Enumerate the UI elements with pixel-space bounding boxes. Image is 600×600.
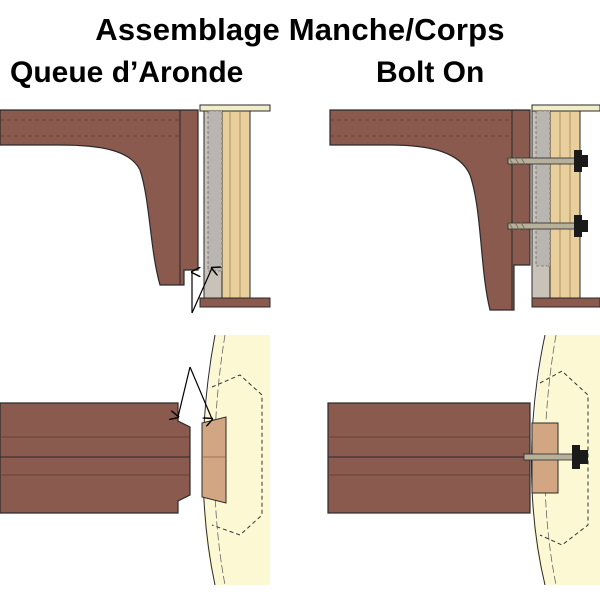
neck-heel — [329, 109, 531, 311]
dovetail-side-view — [0, 104, 271, 314]
neck-top — [0, 402, 191, 514]
bolt-icon — [523, 445, 588, 469]
bolt-on-label: Bolt On — [376, 56, 485, 89]
neck-top — [327, 402, 531, 514]
body-side — [531, 110, 600, 308]
arrow-icon — [192, 268, 212, 314]
body-top-strip — [199, 104, 271, 112]
dovetail-tenon — [201, 416, 227, 504]
bolt-on-top-view — [327, 335, 600, 585]
body-top-strip — [531, 104, 600, 112]
page-title: Assemblage Manche/Corps — [95, 12, 505, 47]
neck-heel — [0, 109, 199, 286]
body-side — [199, 110, 271, 308]
bolt-icon — [507, 215, 588, 237]
bolt-on-side-view — [329, 104, 600, 311]
dovetail-top-view — [0, 335, 270, 585]
dovetail-label: Queue d’Aronde — [10, 56, 244, 89]
arrow-icon — [178, 366, 212, 419]
bolt-icon — [507, 150, 588, 172]
